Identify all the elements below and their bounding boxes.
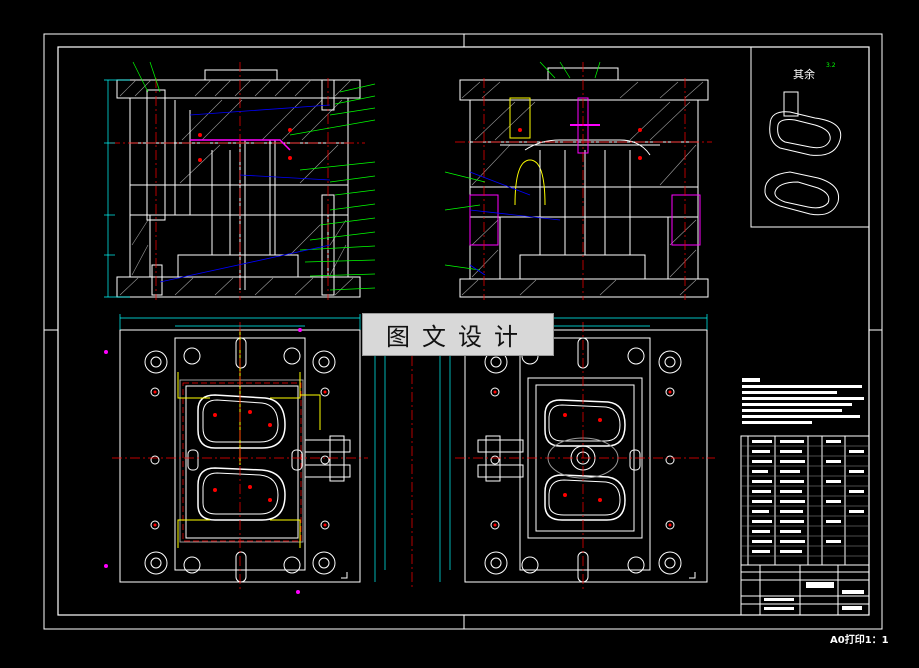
- corner-marks: [341, 572, 696, 579]
- part-view-box: [750, 46, 870, 228]
- plan-view-right: [439, 314, 715, 590]
- watermark-label: 图文设计: [362, 313, 554, 356]
- plan-view-left: [104, 314, 386, 594]
- sheet-border: [43, 33, 883, 630]
- roughness-label: 其余: [793, 68, 815, 81]
- technical-notes: [742, 378, 864, 424]
- section-view-left: [104, 61, 376, 300]
- print-scale-note: A0打印1：1: [830, 635, 889, 646]
- roughness-value: 3.2: [826, 62, 836, 69]
- title-block: [740, 435, 870, 616]
- section-view-right: [444, 61, 712, 300]
